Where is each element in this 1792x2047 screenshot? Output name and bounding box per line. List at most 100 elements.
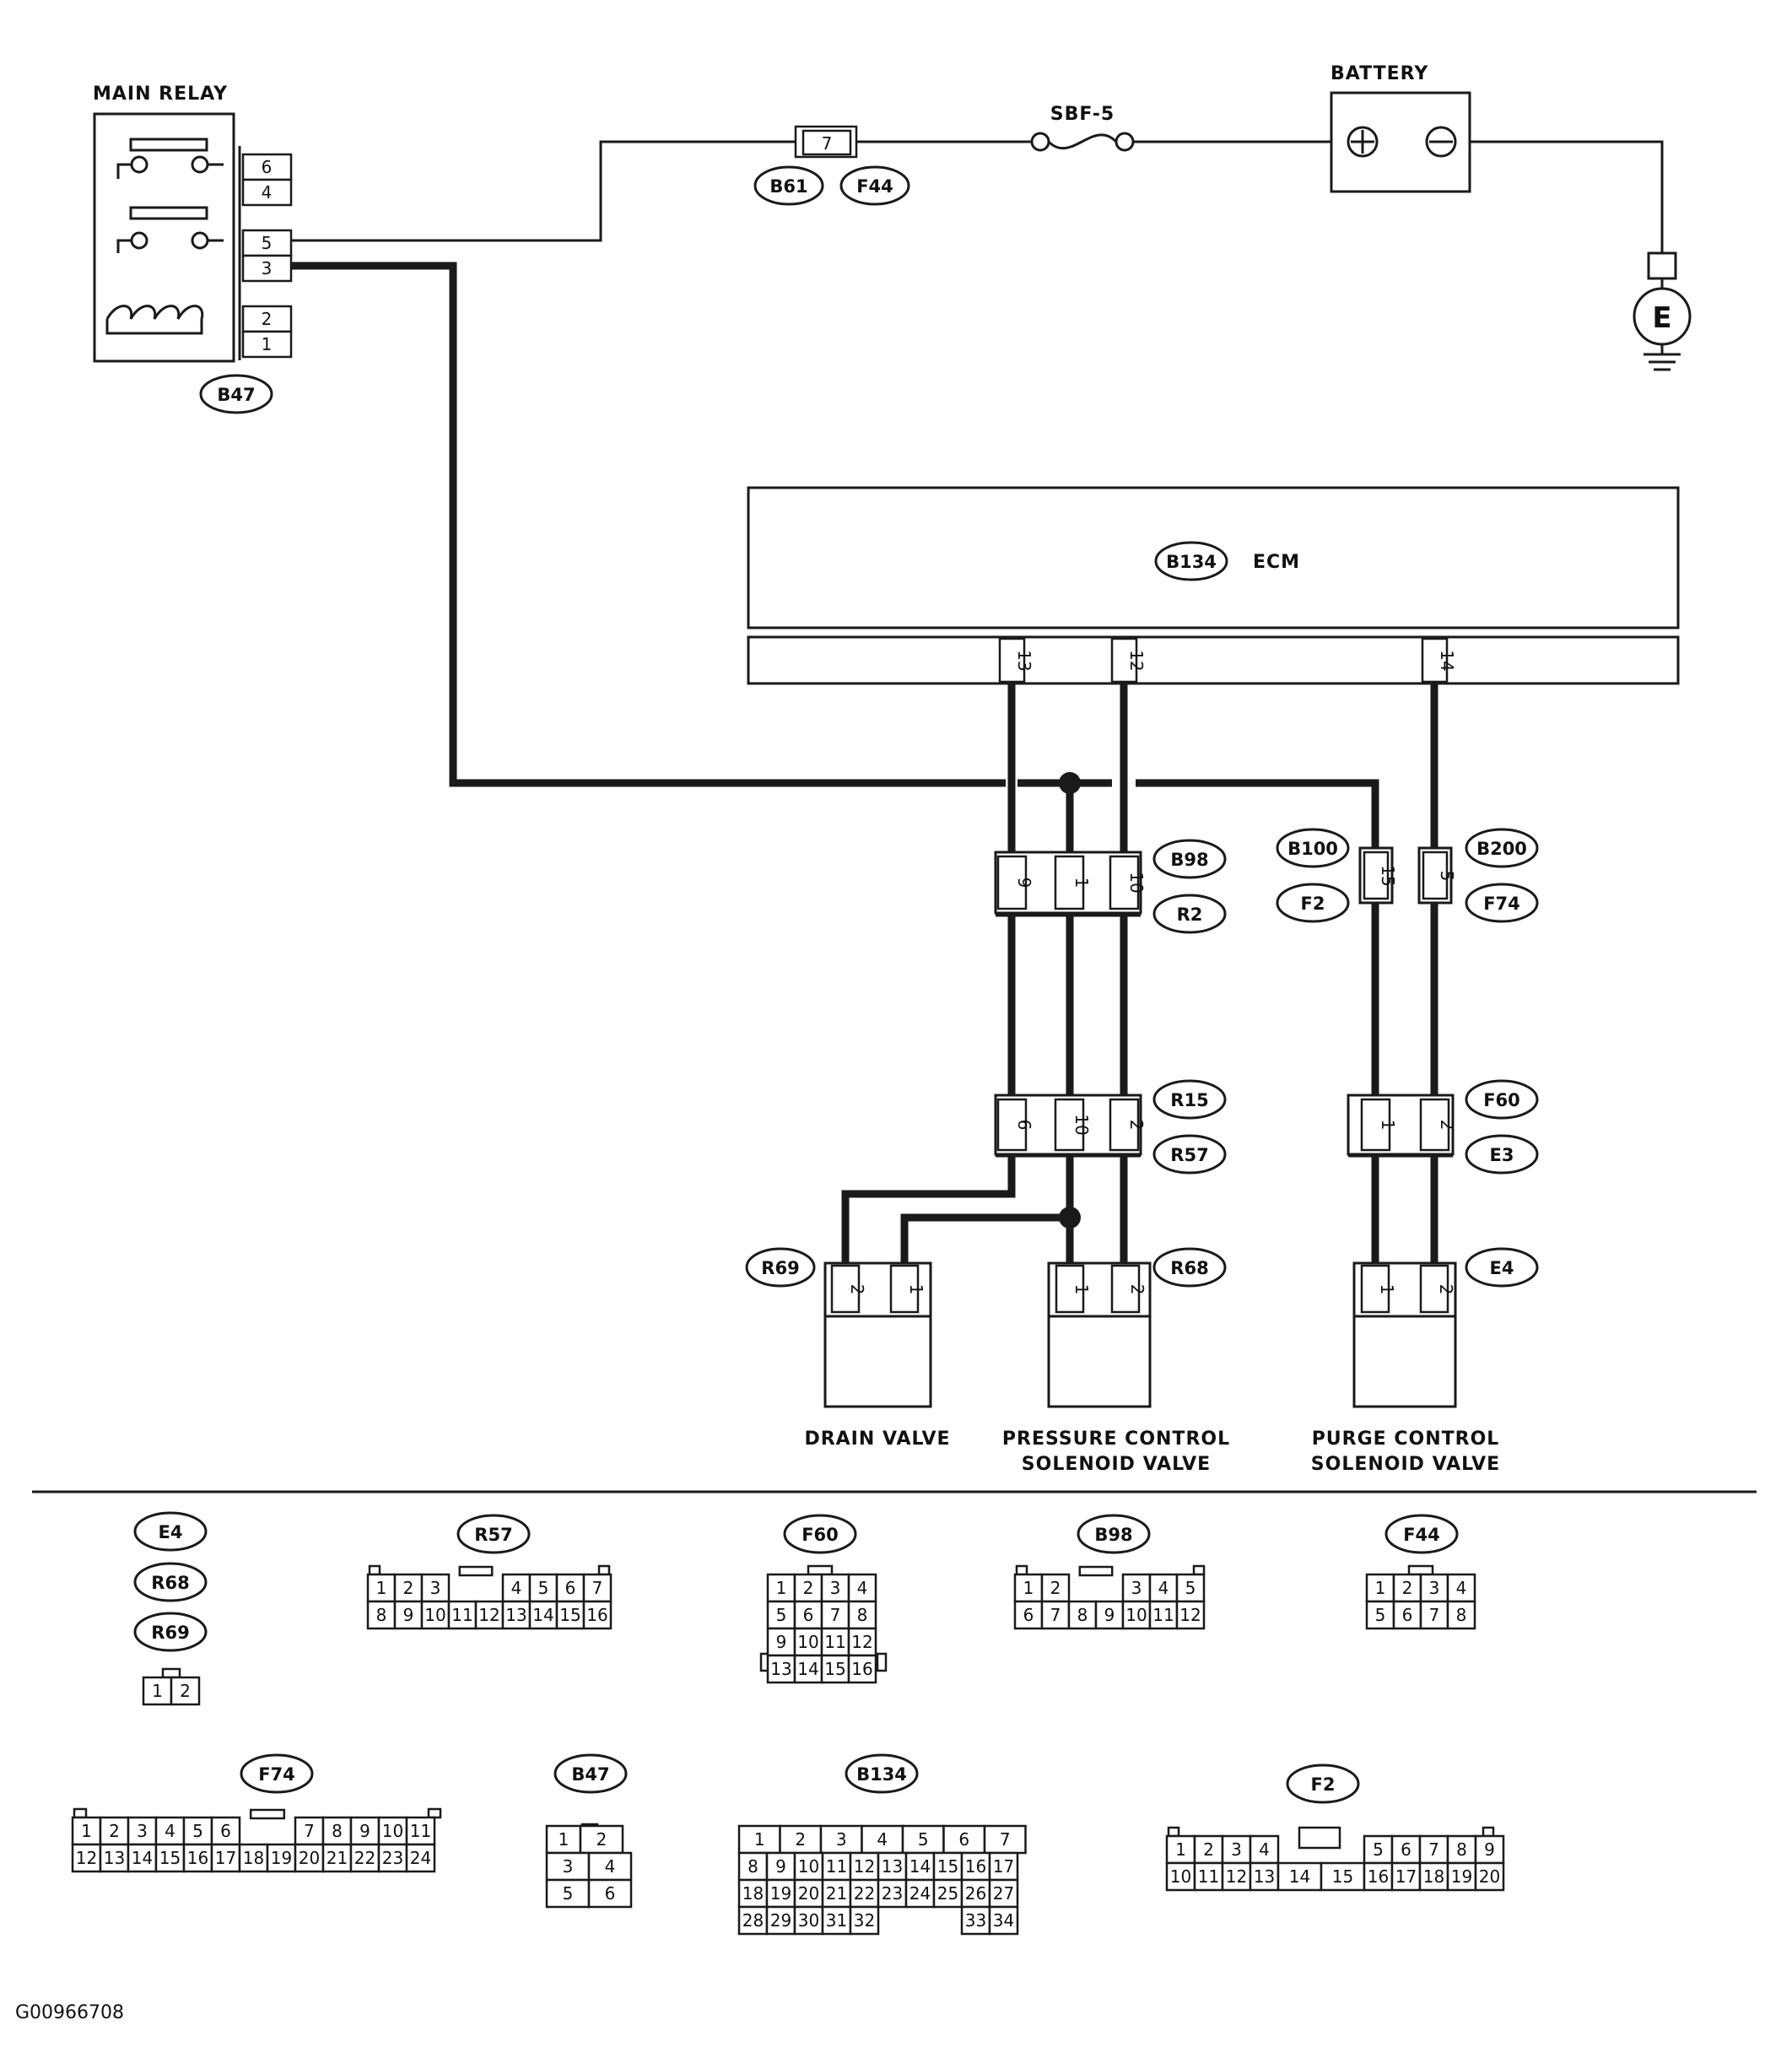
legend-pin: 4: [1158, 1578, 1169, 1598]
legend-badge: B134: [845, 1753, 919, 1794]
legend-pin: 8: [748, 1856, 758, 1877]
legend-pin: 8: [857, 1605, 868, 1625]
legend-badge: F74: [240, 1753, 314, 1794]
conn-pin: 2: [1436, 1284, 1456, 1295]
legend-pin: 4: [605, 1856, 616, 1877]
connector-badge: [1152, 1079, 1227, 1120]
connector-badge-label: R15: [1170, 1090, 1208, 1110]
legend-pin: 9: [359, 1821, 370, 1841]
connector-b100-f2: 15 B100 F2: [1276, 828, 1398, 923]
legend-pin: 6: [958, 1829, 969, 1850]
legend-pin: 17: [993, 1856, 1014, 1877]
legend-pin: 16: [586, 1605, 607, 1625]
legend-pin: 24: [410, 1848, 431, 1868]
legend-pin: 11: [826, 1856, 847, 1877]
legend-pin: 5: [776, 1605, 787, 1625]
legend-pin: 10: [798, 1856, 819, 1877]
legend-pin: 5: [1185, 1578, 1196, 1598]
legend-pin: 4: [1456, 1578, 1467, 1598]
legend-pin: 6: [1402, 1605, 1413, 1625]
relay-pin: 4: [262, 182, 273, 203]
conn-pin: 9: [1014, 878, 1034, 888]
connector-badge-label: F44: [856, 176, 893, 197]
legend-key: [1167, 1826, 1180, 1838]
legend-pin: 4: [165, 1821, 175, 1841]
legend-pin: 14: [909, 1856, 931, 1877]
ecm-pin: 12: [1126, 650, 1147, 671]
legend-pin: 12: [1179, 1605, 1201, 1625]
legend-pin: 2: [180, 1681, 191, 1701]
legend-pin: 18: [1423, 1866, 1444, 1887]
legend-pin: 19: [1451, 1866, 1472, 1887]
legend-pin: 19: [770, 1883, 791, 1904]
conn-pin: 10: [1126, 872, 1147, 893]
legend-pin: 24: [909, 1883, 931, 1904]
connector-badge-label: F2: [1301, 894, 1325, 914]
legend-badge: [133, 1562, 208, 1602]
legend-pin: 17: [215, 1848, 236, 1868]
legend-pin: 8: [1077, 1605, 1088, 1625]
legend-pin: 12: [854, 1856, 875, 1877]
legend-pin: 12: [851, 1632, 872, 1652]
conn-pin: 6: [1014, 1120, 1034, 1131]
ground-label: E: [1652, 301, 1671, 335]
legend-pin: 14: [132, 1848, 153, 1868]
legend-pin: 31: [826, 1910, 847, 1931]
legend-badge: F44: [1384, 1514, 1459, 1554]
legend-key: [1015, 1564, 1028, 1576]
legend-pin: 1: [81, 1821, 92, 1841]
legend-badge-label: B47: [571, 1764, 609, 1785]
legend-pin: 5: [918, 1829, 929, 1850]
legend-pin: 14: [532, 1605, 553, 1625]
ecm-label: ECM: [1253, 552, 1300, 573]
legend-pin: 2: [1402, 1578, 1413, 1598]
wire-relay-to-battery: [291, 140, 1331, 242]
legend-pin: 11: [451, 1605, 472, 1625]
legend-pin: 10: [424, 1605, 445, 1625]
ecm-connector: [747, 635, 1680, 685]
drain-valve-label: DRAIN VALVE: [804, 1429, 950, 1450]
drain-valve: 2 1 R69 DRAIN VALVE: [745, 1247, 950, 1450]
legend-badge-label: F2: [1311, 1774, 1336, 1795]
connector-badge: [1154, 541, 1228, 581]
legend-pin: 25: [937, 1883, 958, 1904]
legend-badge-label: R68: [151, 1573, 189, 1593]
conn-pin: 2: [1437, 1120, 1457, 1131]
conn-pin: 10: [1071, 1114, 1092, 1135]
connector-badge: [1465, 828, 1539, 868]
legend-pin: 1: [754, 1829, 765, 1850]
legend-pin: 5: [192, 1821, 203, 1841]
ecm: B134 ECM 13 12 14: [747, 486, 1680, 685]
wire-battery-ground: [1468, 140, 1664, 253]
legend-key: [73, 1807, 88, 1819]
legend-pin: 1: [1375, 1578, 1386, 1598]
legend-pin: 2: [1050, 1578, 1061, 1598]
legend-pin: 2: [803, 1578, 814, 1598]
legend-pin: 10: [382, 1821, 403, 1841]
legend-pin: 6: [565, 1578, 576, 1598]
connector-badge-label: B100: [1287, 839, 1338, 859]
legend-pin: 18: [243, 1848, 264, 1868]
connector-f60-e3: 1 2 F60 E3: [1347, 1079, 1539, 1175]
legend-badge-label: B98: [1094, 1525, 1132, 1545]
fuse-connector: 7 B61 F44: [753, 125, 910, 206]
connector-badge: [1152, 1134, 1227, 1175]
fuse-sbf5: SBF-5: [1030, 104, 1135, 152]
connector-badge-label: E4: [1490, 1258, 1514, 1278]
fuse-label: SBF-5: [1050, 104, 1115, 125]
legend-pin: 20: [1479, 1866, 1500, 1887]
legend-pin: 13: [104, 1848, 125, 1868]
connector-b200-f74: 5 B200 F74: [1417, 828, 1539, 923]
legend-pin: 15: [937, 1856, 958, 1877]
legend-pin: 8: [376, 1605, 387, 1625]
legend-badge: R57: [456, 1514, 531, 1554]
legend-pin: 6: [1023, 1605, 1034, 1625]
pressure-valve-label: PRESSURE CONTROL: [1002, 1429, 1230, 1450]
relay-pin-column: 6 4 5 3 2 1: [238, 146, 293, 360]
legend-pin: 9: [1484, 1839, 1495, 1860]
